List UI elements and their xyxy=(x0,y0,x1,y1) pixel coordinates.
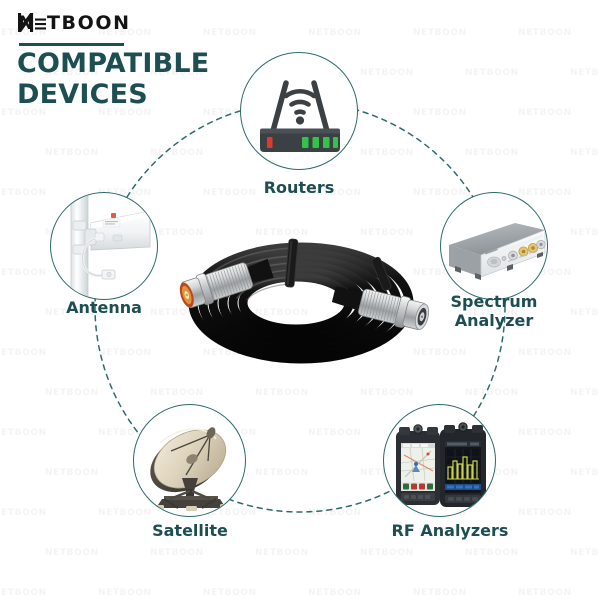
spectrum-analyzer-label: Spectrum Analyzer xyxy=(450,292,538,330)
antenna-label: Antenna xyxy=(66,298,142,317)
router-icon xyxy=(260,80,340,152)
routers-label: Routers xyxy=(263,178,335,197)
satellite-dish-icon xyxy=(150,427,232,511)
satellite-label: Satellite xyxy=(152,521,228,540)
routers-bubble xyxy=(240,52,358,170)
coaxial-cable-coil xyxy=(179,238,430,364)
spectrum-analyzer-bubble xyxy=(440,192,548,300)
page-title: COMPATIBLE DEVICES xyxy=(17,48,210,110)
antenna-bubble xyxy=(50,192,158,300)
rf-analyzers-bubble xyxy=(383,404,496,517)
svg-text:N: N xyxy=(18,12,36,34)
antenna-icon xyxy=(70,193,151,299)
center-product-image xyxy=(165,225,435,390)
satellite-bubble xyxy=(133,404,246,517)
spectrum-analyzer-icon xyxy=(449,223,546,280)
netboon-logotype: N TBOON xyxy=(18,12,130,34)
rf-analyzer-icon xyxy=(396,422,486,507)
svg-text:TBOON: TBOON xyxy=(47,12,130,34)
brand-logo: N TBOON xyxy=(18,12,130,39)
rf-analyzers-label: RF Analyzers xyxy=(391,521,509,540)
title-rule xyxy=(19,43,124,46)
